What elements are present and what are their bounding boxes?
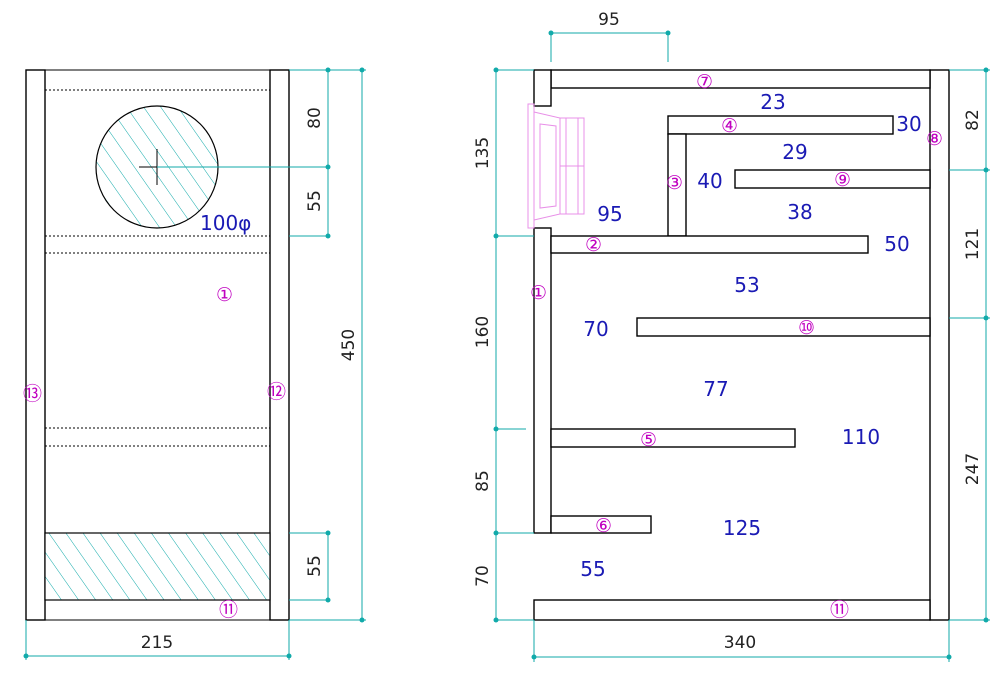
driver-below-label: 55 [305, 190, 325, 212]
part-marker-13: ⑬ [23, 383, 42, 405]
part-marker-5: ⑤ [640, 429, 657, 451]
front-baffle-1 [533, 227, 552, 534]
side-left-dimensions: 135 160 85 70 [473, 67, 534, 623]
channel-label: 50 [884, 232, 909, 256]
front-baffle-upper [533, 69, 552, 107]
part-marker-2: ② [585, 234, 602, 256]
channel-label: 30 [896, 112, 921, 136]
part-marker-9: ⑨ [834, 169, 851, 191]
board-5 [550, 428, 796, 448]
part-marker-1-side: ① [530, 282, 547, 304]
channel-label: 125 [723, 516, 761, 540]
channel-label: 95 [597, 202, 622, 226]
dim-label-135: 135 [473, 137, 493, 169]
front-height-label: 450 [339, 329, 359, 361]
board-9 [734, 169, 931, 189]
part-marker-10: ⑩ [798, 317, 815, 339]
side-width-label: 340 [724, 633, 756, 653]
rear-board-8 [929, 69, 950, 621]
part-marker-3: ③ [666, 172, 683, 194]
channel-label: 70 [583, 317, 608, 341]
dim-label-70: 70 [473, 565, 493, 587]
front-width-dimension: 215 [23, 620, 292, 660]
dim-label-160: 160 [473, 316, 493, 348]
side-view: 23 30 29 40 95 38 50 53 70 77 110 125 55… [473, 10, 990, 662]
bottom-board-11 [533, 599, 931, 621]
port-dimension: 95 [548, 10, 671, 62]
channel-label: 110 [842, 425, 880, 449]
front-width-label: 215 [141, 633, 173, 653]
board-4 [667, 115, 894, 135]
channel-label: 55 [580, 557, 605, 581]
channel-label: 53 [734, 273, 759, 297]
channel-label: 38 [787, 200, 812, 224]
board-6 [550, 515, 652, 534]
board-2 [550, 235, 869, 254]
bottom-hatched-block [44, 532, 271, 601]
front-height-dimensions: 450 80 55 55 [157, 67, 366, 623]
top-board-7 [550, 69, 931, 89]
part-marker-11-side: ⑪ [830, 599, 849, 621]
part-marker-4: ④ [721, 115, 738, 137]
bottom-block-label: 55 [305, 555, 325, 577]
side-width-dimension: 340 [531, 620, 952, 662]
part-marker-12: ⑫ [267, 381, 286, 403]
driver-diameter-label: 100φ [200, 211, 251, 235]
top-to-driver-label: 80 [305, 107, 325, 129]
channel-label: 77 [703, 377, 728, 401]
part-marker-6: ⑥ [595, 515, 612, 537]
driver-side-profile [527, 103, 585, 229]
port-width-label: 95 [598, 10, 620, 30]
dim-label-121: 121 [963, 228, 983, 260]
channel-label: 29 [782, 140, 807, 164]
front-left-side-board [25, 69, 46, 621]
channel-label: 23 [760, 90, 785, 114]
front-view: 100φ ① ⑬ ⑫ ⑪ 215 450 80 [23, 67, 366, 660]
dim-label-82: 82 [963, 109, 983, 131]
dim-label-85: 85 [473, 470, 493, 492]
part-marker-1-front: ① [216, 284, 233, 306]
channel-label: 40 [697, 169, 722, 193]
part-marker-7: ⑦ [696, 71, 713, 93]
side-right-dimensions: 82 121 247 [949, 67, 990, 623]
board-10 [636, 317, 931, 337]
part-marker-11-front: ⑪ [219, 599, 238, 621]
front-right-side-board [269, 69, 290, 621]
part-marker-8: ⑧ [926, 128, 943, 150]
dim-label-247: 247 [963, 453, 983, 485]
